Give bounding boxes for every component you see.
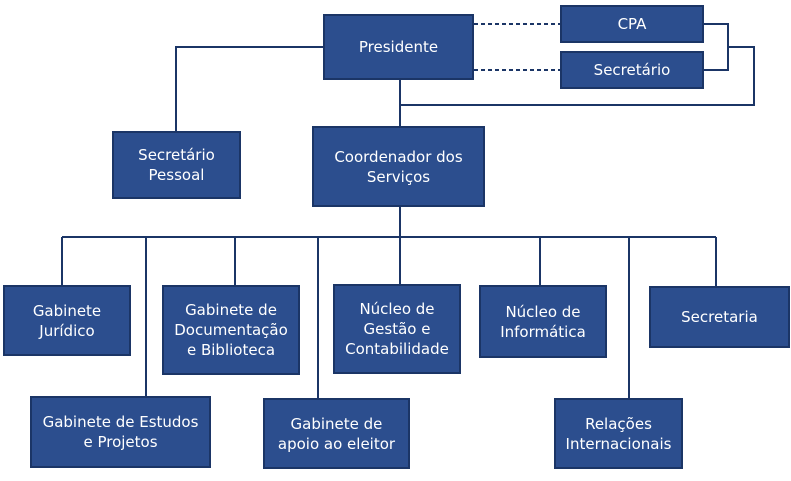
node-gabinete-estudos: Gabinete de Estudos e Projetos	[30, 396, 211, 468]
node-gabinete-juridico: Gabinete Jurídico	[3, 285, 131, 356]
node-coordenador-servicos: Coordenador dos Serviços	[312, 126, 485, 207]
node-cpa: CPA	[560, 5, 704, 43]
node-secretario-pessoal: Secretário Pessoal	[112, 131, 241, 199]
node-relacoes-internacionais: Relações Internacionais	[554, 398, 683, 469]
advisor-loop	[400, 46, 755, 106]
node-nucleo-gestao: Núcleo de Gestão e Contabilidade	[333, 284, 461, 374]
node-secretaria: Secretaria	[649, 286, 790, 348]
link-secretario-pessoal	[175, 46, 323, 131]
node-presidente: Presidente	[323, 14, 474, 80]
node-gabinete-documentacao: Gabinete de Documentação e Biblioteca	[162, 285, 300, 375]
node-gabinete-apoio: Gabinete de apoio ao eleitor	[263, 398, 410, 469]
node-secretario: Secretário	[560, 51, 704, 89]
node-nucleo-informatica: Núcleo de Informática	[479, 285, 607, 358]
advisor-bracket	[704, 23, 729, 71]
